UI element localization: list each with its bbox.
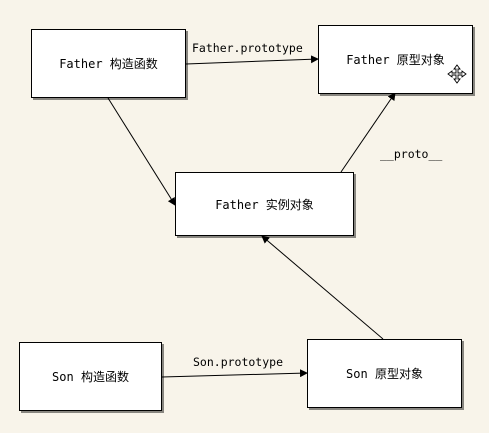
edge-son-prototype-to-instance [261, 235, 384, 340]
node-son-constructor: Son 构造函数 [19, 342, 162, 411]
edge-label-father-prototype: Father.prototype [192, 41, 303, 55]
edge-father-constructor-to-prototype [185, 55, 319, 65]
edge-son-constructor-to-prototype [161, 369, 308, 378]
node-son-constructor-label: Son 构造函数 [52, 370, 129, 384]
edge-father-constructor-to-instance [107, 97, 176, 206]
node-son-prototype-label: Son 原型对象 [346, 367, 423, 381]
node-father-prototype: Father 原型对象 [318, 25, 473, 94]
edge-label-son-prototype: Son.prototype [193, 355, 284, 369]
node-father-constructor-label: Father 构造函数 [59, 57, 158, 71]
move-cursor-icon[interactable] [447, 64, 467, 84]
edge-label-proto: __proto__ [380, 147, 443, 161]
node-father-constructor: Father 构造函数 [31, 29, 186, 98]
node-father-instance: Father 实例对象 [175, 172, 354, 236]
node-father-prototype-label: Father 原型对象 [346, 53, 445, 67]
node-son-prototype: Son 原型对象 [307, 339, 462, 408]
node-father-instance-label: Father 实例对象 [215, 197, 314, 212]
